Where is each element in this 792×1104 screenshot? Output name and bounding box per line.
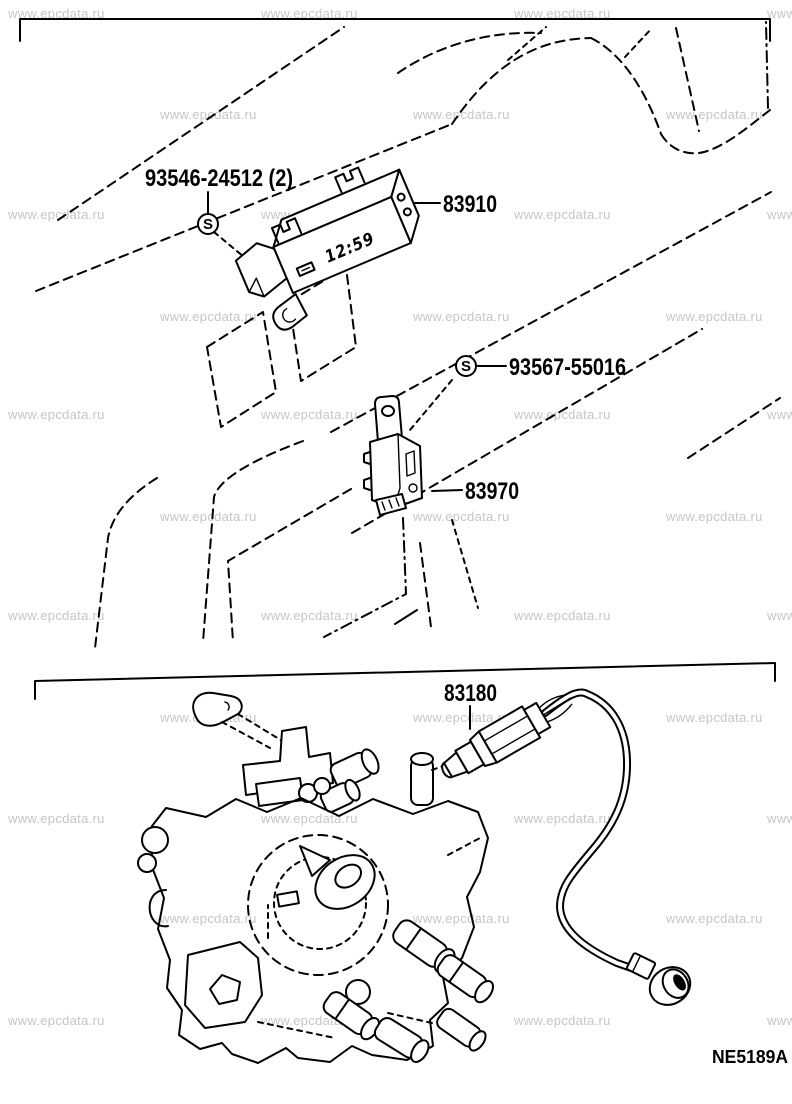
- sensor-drawing: [441, 688, 692, 1006]
- watermark: www.epcdata.ru: [8, 1013, 105, 1028]
- watermark: www.epcdata.ru: [261, 407, 358, 422]
- watermark: www.epcdata.ru: [514, 407, 611, 422]
- watermark: www.epcdata.ru: [8, 608, 105, 623]
- screw-symbol-top: S: [197, 213, 219, 235]
- watermark: www.epcdata.ru: [413, 309, 510, 324]
- part-label-83970[interactable]: 83970: [465, 478, 519, 505]
- watermark: www.epcdata.ru: [261, 608, 358, 623]
- watermark: www.epcdata.ru: [767, 407, 792, 422]
- leader-83970: [431, 489, 463, 492]
- relay-drawing: [363, 395, 423, 516]
- watermark: www.epcdata.ru: [767, 207, 792, 222]
- section-divider: [34, 662, 776, 700]
- callouts: 93546-24512 (2) S 83910 S 93567-55016 83…: [145, 165, 788, 1067]
- watermark: www.epcdata.ru: [767, 608, 792, 623]
- watermark: www.epcdata.ru: [8, 6, 105, 21]
- injection-pump-drawing: [137, 691, 494, 1064]
- watermark: www.epcdata.ru: [514, 207, 611, 222]
- watermark: www.epcdata.ru: [413, 911, 510, 926]
- watermark: www.epcdata.ru: [160, 107, 257, 122]
- part-label-83180[interactable]: 83180: [444, 680, 497, 707]
- watermark: www.epcdata.ru: [666, 911, 763, 926]
- screw-symbol-mid: S: [455, 355, 477, 377]
- dashboard-outline: [35, 21, 781, 649]
- part-label-83910[interactable]: 83910: [443, 191, 497, 218]
- watermark: www.epcdata.ru: [767, 1013, 792, 1028]
- watermark: www.epcdata.ru: [767, 6, 792, 21]
- watermark: www.epcdata.ru: [666, 107, 763, 122]
- watermark: www.epcdata.ru: [666, 309, 763, 324]
- watermark: www.epcdata.ru: [8, 811, 105, 826]
- watermark: www.epcdata.ru: [666, 710, 763, 725]
- watermark: www.epcdata.ru: [514, 811, 611, 826]
- watermark: www.epcdata.ru: [261, 6, 358, 21]
- watermark: www.epcdata.ru: [8, 207, 105, 222]
- screw-symbol-letter: S: [203, 216, 213, 233]
- watermark: www.epcdata.ru: [666, 509, 763, 524]
- watermark: www.epcdata.ru: [413, 509, 510, 524]
- screw-symbol-letter: S: [461, 358, 471, 375]
- watermark: www.epcdata.ru: [160, 509, 257, 524]
- watermark: www.epcdata.ru: [160, 911, 257, 926]
- part-label-93546[interactable]: 93546-24512 (2): [145, 165, 293, 192]
- watermark: www.epcdata.ru: [261, 811, 358, 826]
- watermark: www.epcdata.ru: [8, 407, 105, 422]
- watermark: www.epcdata.ru: [514, 608, 611, 623]
- clock-drawing: 12:59: [234, 166, 420, 331]
- watermark: www.epcdata.ru: [514, 1013, 611, 1028]
- watermark: www.epcdata.ru: [767, 811, 792, 826]
- part-label-93567[interactable]: 93567-55016: [509, 354, 626, 381]
- harness-connector: [648, 966, 692, 1006]
- top-frame: [19, 18, 771, 42]
- watermark: www.epcdata.ru: [413, 710, 510, 725]
- watermark: www.epcdata.ru: [514, 6, 611, 21]
- watermark: www.epcdata.ru: [413, 107, 510, 122]
- diagram-code: NE5189A: [712, 1047, 788, 1067]
- watermark: www.epcdata.ru: [160, 309, 257, 324]
